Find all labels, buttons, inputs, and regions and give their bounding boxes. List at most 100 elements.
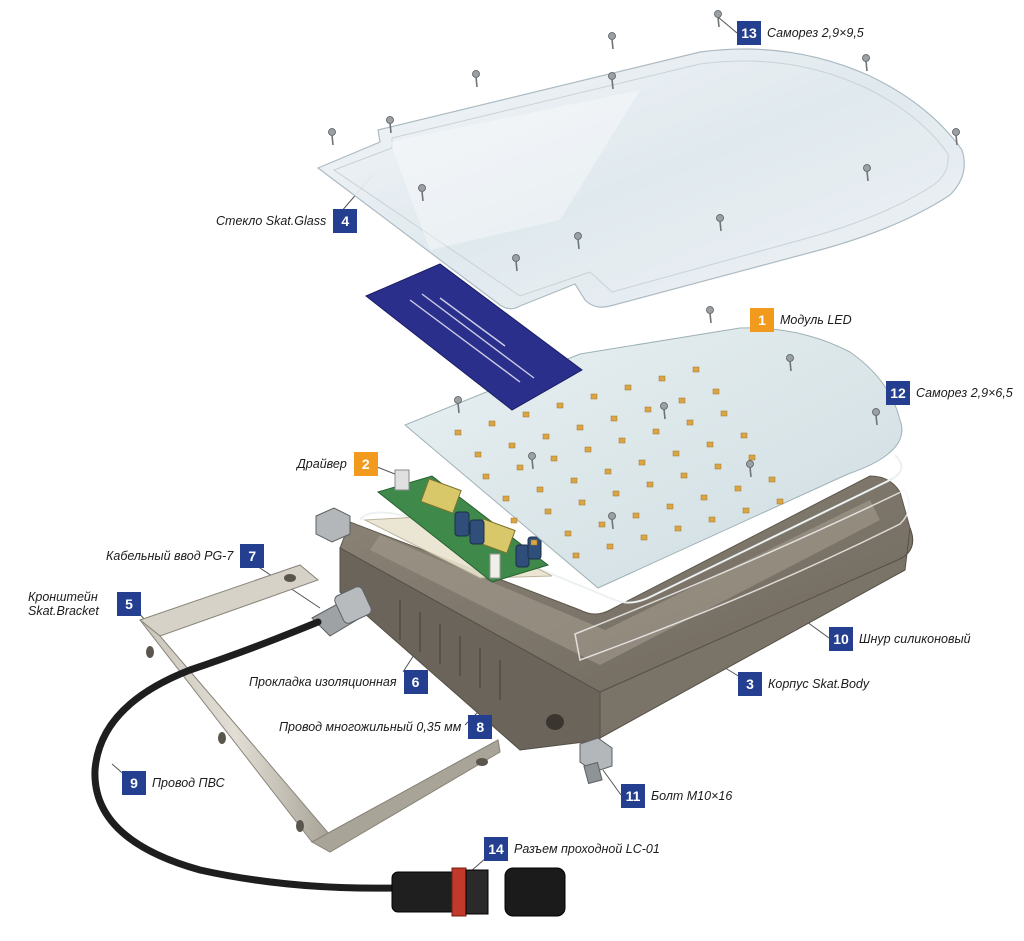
screw: [608, 512, 616, 520]
housing-skat-body: [339, 475, 914, 751]
label-led-module: Модуль LED: [780, 312, 852, 327]
led-chip: [536, 486, 544, 493]
led-chip: [510, 517, 518, 524]
callout-11: 11 Болт М10×16: [621, 784, 732, 808]
led-chip: [674, 525, 682, 532]
screw: [952, 128, 960, 136]
callout-12: 12 Саморез 2,9×6,5: [886, 381, 1013, 405]
screw: [386, 116, 394, 124]
cable-gland-pg7: [311, 586, 372, 637]
led-chip: [570, 477, 578, 484]
callout-14: 14 Разъем проходной LC-01: [484, 837, 660, 861]
screw-shank: [475, 76, 478, 88]
silicone-cord: [359, 454, 903, 604]
label-glass-skat-glass: Стекло Skat.Glass: [216, 213, 327, 228]
callout-5: Кронштейн Skat.Bracket 5: [28, 590, 141, 619]
led-chip: [572, 552, 580, 559]
callout-7: Кабельный ввод PG-7 7: [106, 544, 265, 568]
screw: [528, 452, 536, 460]
led-chip: [644, 406, 652, 413]
led-chip: [706, 441, 714, 448]
screw-shank: [421, 190, 424, 202]
screw-shank: [663, 408, 666, 420]
led-chip: [590, 393, 598, 400]
screw: [418, 184, 426, 192]
label-cable-gland-pg7: Кабельный ввод PG-7: [106, 548, 234, 563]
screw: [608, 72, 616, 80]
screw: [608, 32, 616, 40]
label-self-tapping-screw-2-9x6-5: Саморез 2,9×6,5: [916, 385, 1013, 400]
led-chip: [482, 473, 490, 480]
led-chip: [712, 388, 720, 395]
screw-shank: [875, 414, 878, 426]
screw-shank: [749, 466, 752, 478]
led-chip: [516, 464, 524, 471]
led-chip: [502, 495, 510, 502]
led-chip: [714, 463, 722, 470]
led-chip: [618, 437, 626, 444]
badge-4: 4: [333, 209, 358, 233]
led-chip: [550, 455, 558, 462]
bolt-upper: [315, 507, 351, 543]
led-chip: [488, 420, 496, 427]
led-chip: [454, 429, 462, 436]
led-chip: [680, 472, 688, 479]
badge-1: 1: [750, 308, 774, 332]
callout-1: 1 Модуль LED: [750, 308, 852, 332]
callout-6: Прокладка изоляционная 6: [249, 670, 428, 694]
product-label-card: [365, 263, 583, 411]
screw-shank: [531, 458, 534, 470]
badge-11: 11: [621, 784, 645, 808]
bolt-m10x16: [579, 737, 613, 785]
led-chip: [638, 459, 646, 466]
label-self-tapping-screw-2-9x9-5: Саморез 2,9×9,5: [767, 25, 864, 40]
led-chip: [720, 410, 728, 417]
screw: [472, 70, 480, 78]
screw: [863, 164, 871, 172]
bracket-skat-bracket: [138, 564, 501, 853]
screw-shank: [955, 134, 958, 146]
led-chip: [652, 428, 660, 435]
badge-5: 5: [117, 592, 141, 617]
badge-6: 6: [403, 670, 428, 694]
label-insulating-gasket: Прокладка изоляционная: [249, 674, 397, 689]
screw-shank: [457, 402, 460, 414]
badge-9: 9: [122, 771, 146, 795]
screw-shank: [719, 220, 722, 232]
label-housing-skat-body: Корпус Skat.Body: [768, 676, 870, 691]
screw-shank: [611, 518, 614, 530]
led-chip: [632, 512, 640, 519]
label-stranded-wire: Провод многожильный 0,35 мм: [279, 719, 462, 734]
label-pvs-wire: Провод ПВС: [152, 775, 225, 790]
callout-3: 3 Корпус Skat.Body: [738, 672, 869, 696]
led-chip: [708, 516, 716, 523]
screws: [328, 10, 960, 530]
pvs-wire: [91, 618, 399, 892]
screw: [746, 460, 754, 468]
callout-9: 9 Провод ПВС: [122, 771, 225, 795]
screw: [574, 232, 582, 240]
led-chip: [578, 499, 586, 506]
led-chip: [666, 503, 674, 510]
led-chip: [748, 454, 756, 461]
led-chip: [544, 508, 552, 515]
screw: [328, 128, 336, 136]
screw: [862, 54, 870, 62]
led-chip: [742, 507, 750, 514]
led-chip: [610, 415, 618, 422]
callout-2: Драйвер 2: [297, 452, 378, 476]
glass-cover-skat-glass: [316, 48, 965, 310]
led-chip: [678, 397, 686, 404]
screw: [454, 396, 462, 404]
screw-shank: [709, 312, 712, 324]
badge-12: 12: [886, 381, 910, 405]
screw-shank: [611, 78, 614, 90]
label-silicone-cord: Шнур силиконовый: [859, 631, 971, 646]
badge-10: 10: [829, 627, 853, 651]
led-chip: [606, 543, 614, 550]
led-chip: [658, 375, 666, 382]
led-chip: [686, 419, 694, 426]
screw: [714, 10, 722, 18]
label-bracket-skat-bracket: Кронштейн Skat.Bracket: [28, 590, 99, 619]
